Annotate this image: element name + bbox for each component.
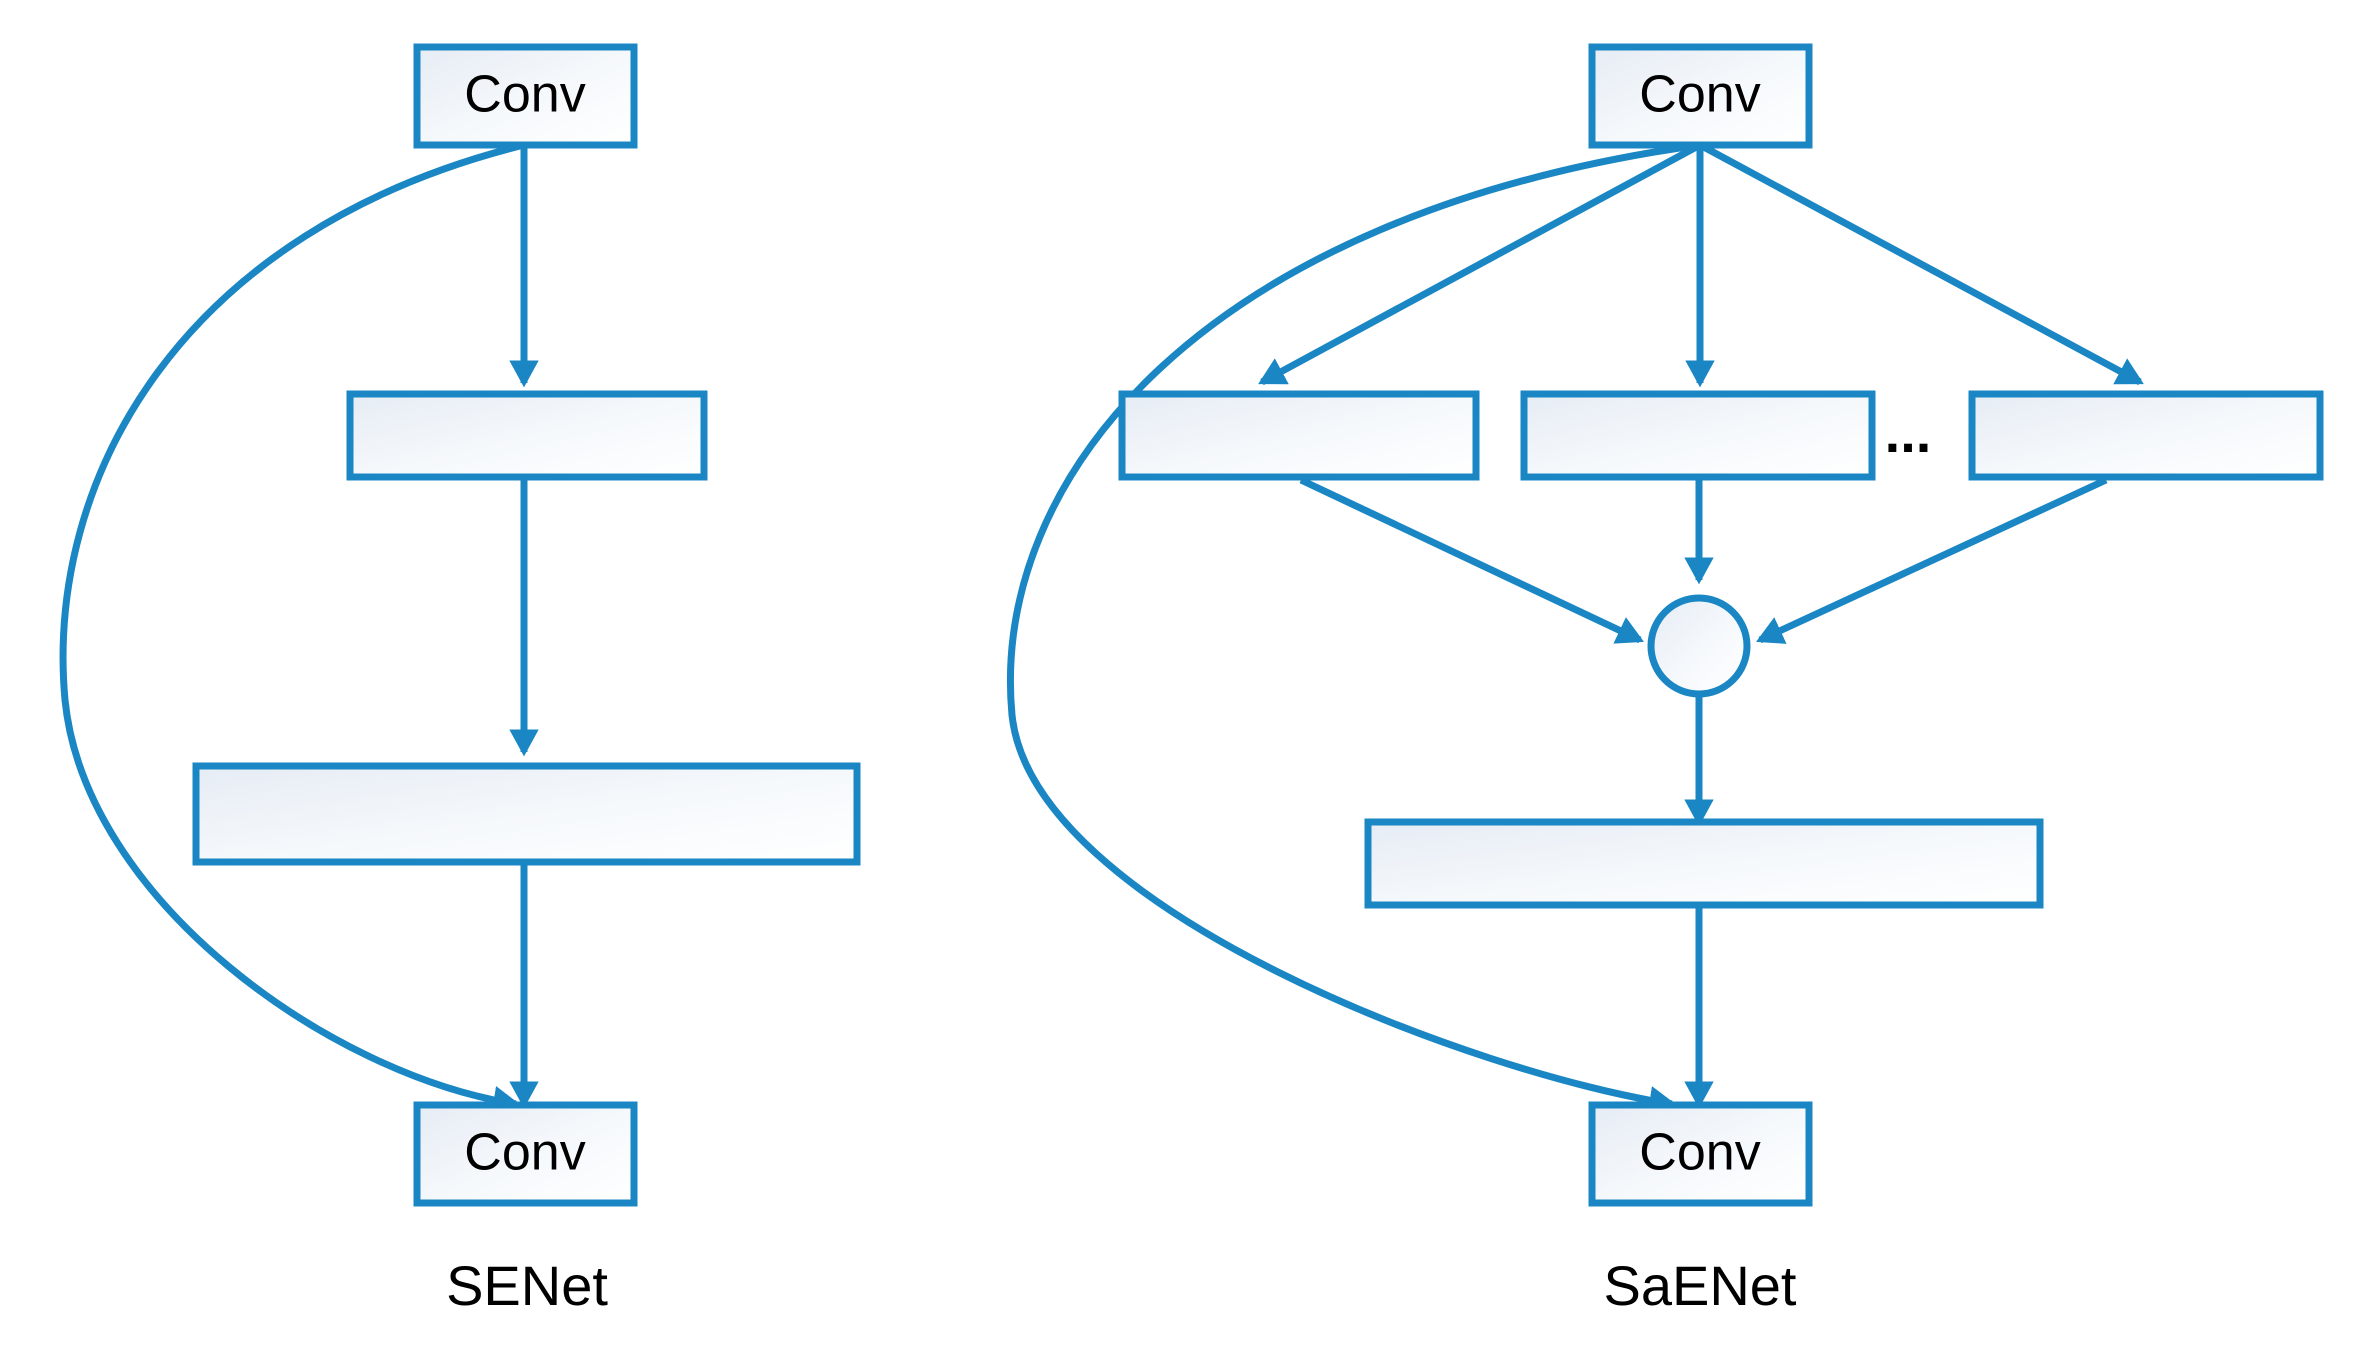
saenet-conv-bottom-node[interactable]: Conv [1588,1101,1813,1207]
saenet-branch1-node[interactable] [1118,390,1480,481]
senet-block1-node[interactable] [346,390,708,481]
senet-skip-connection-arrow [59,141,525,1116]
saenet-branch2-node[interactable] [1520,390,1876,481]
saenet-conv-bottom-label: Conv [1639,1124,1760,1182]
saenet-conv-bottom-box[interactable] [1588,1101,1813,1207]
senet-block2-box[interactable] [192,762,861,866]
saenet-branch2-box[interactable] [1520,390,1876,481]
saenet-edge-branch1-to-merge [1299,476,1644,644]
saenet-branch1-box[interactable] [1118,390,1480,481]
panel-senet: Conv Conv SENet [59,43,861,1317]
saenet-branch3-box[interactable] [1968,390,2324,481]
senet-conv-bottom-label: Conv [464,1124,585,1182]
senet-conv-bottom-box[interactable] [413,1101,638,1207]
saenet-edge-conv-to-branch3 [1698,141,2144,386]
saenet-edge-branch3-to-merge [1755,476,2108,644]
senet-conv-top-box[interactable] [413,43,638,149]
saenet-conv-top-node[interactable]: Conv [1588,43,1813,149]
saenet-skip-connection-arrow [1007,141,1701,1116]
senet-caption: SENet [446,1254,608,1317]
saenet-block-box[interactable] [1364,818,2044,909]
senet-conv-top-label: Conv [464,66,585,124]
senet-conv-bottom-node[interactable]: Conv [413,1101,638,1207]
saenet-branches-ellipsis: ... [1885,401,1932,464]
saenet-conv-top-label: Conv [1639,66,1760,124]
saenet-merge-circle[interactable] [1647,594,1751,698]
saenet-conv-top-box[interactable] [1588,43,1813,149]
saenet-merge-node[interactable] [1647,594,1751,698]
saenet-block-node[interactable] [1364,818,2044,909]
senet-block1-box[interactable] [346,390,708,481]
saenet-caption: SaENet [1604,1254,1797,1317]
senet-block2-node[interactable] [192,762,861,866]
senet-conv-top-node[interactable]: Conv [413,43,638,149]
saenet-branch3-node[interactable] [1968,390,2324,481]
saenet-edge-conv-to-branch1 [1258,141,1702,386]
panel-saenet: Conv ... [1007,43,2324,1317]
